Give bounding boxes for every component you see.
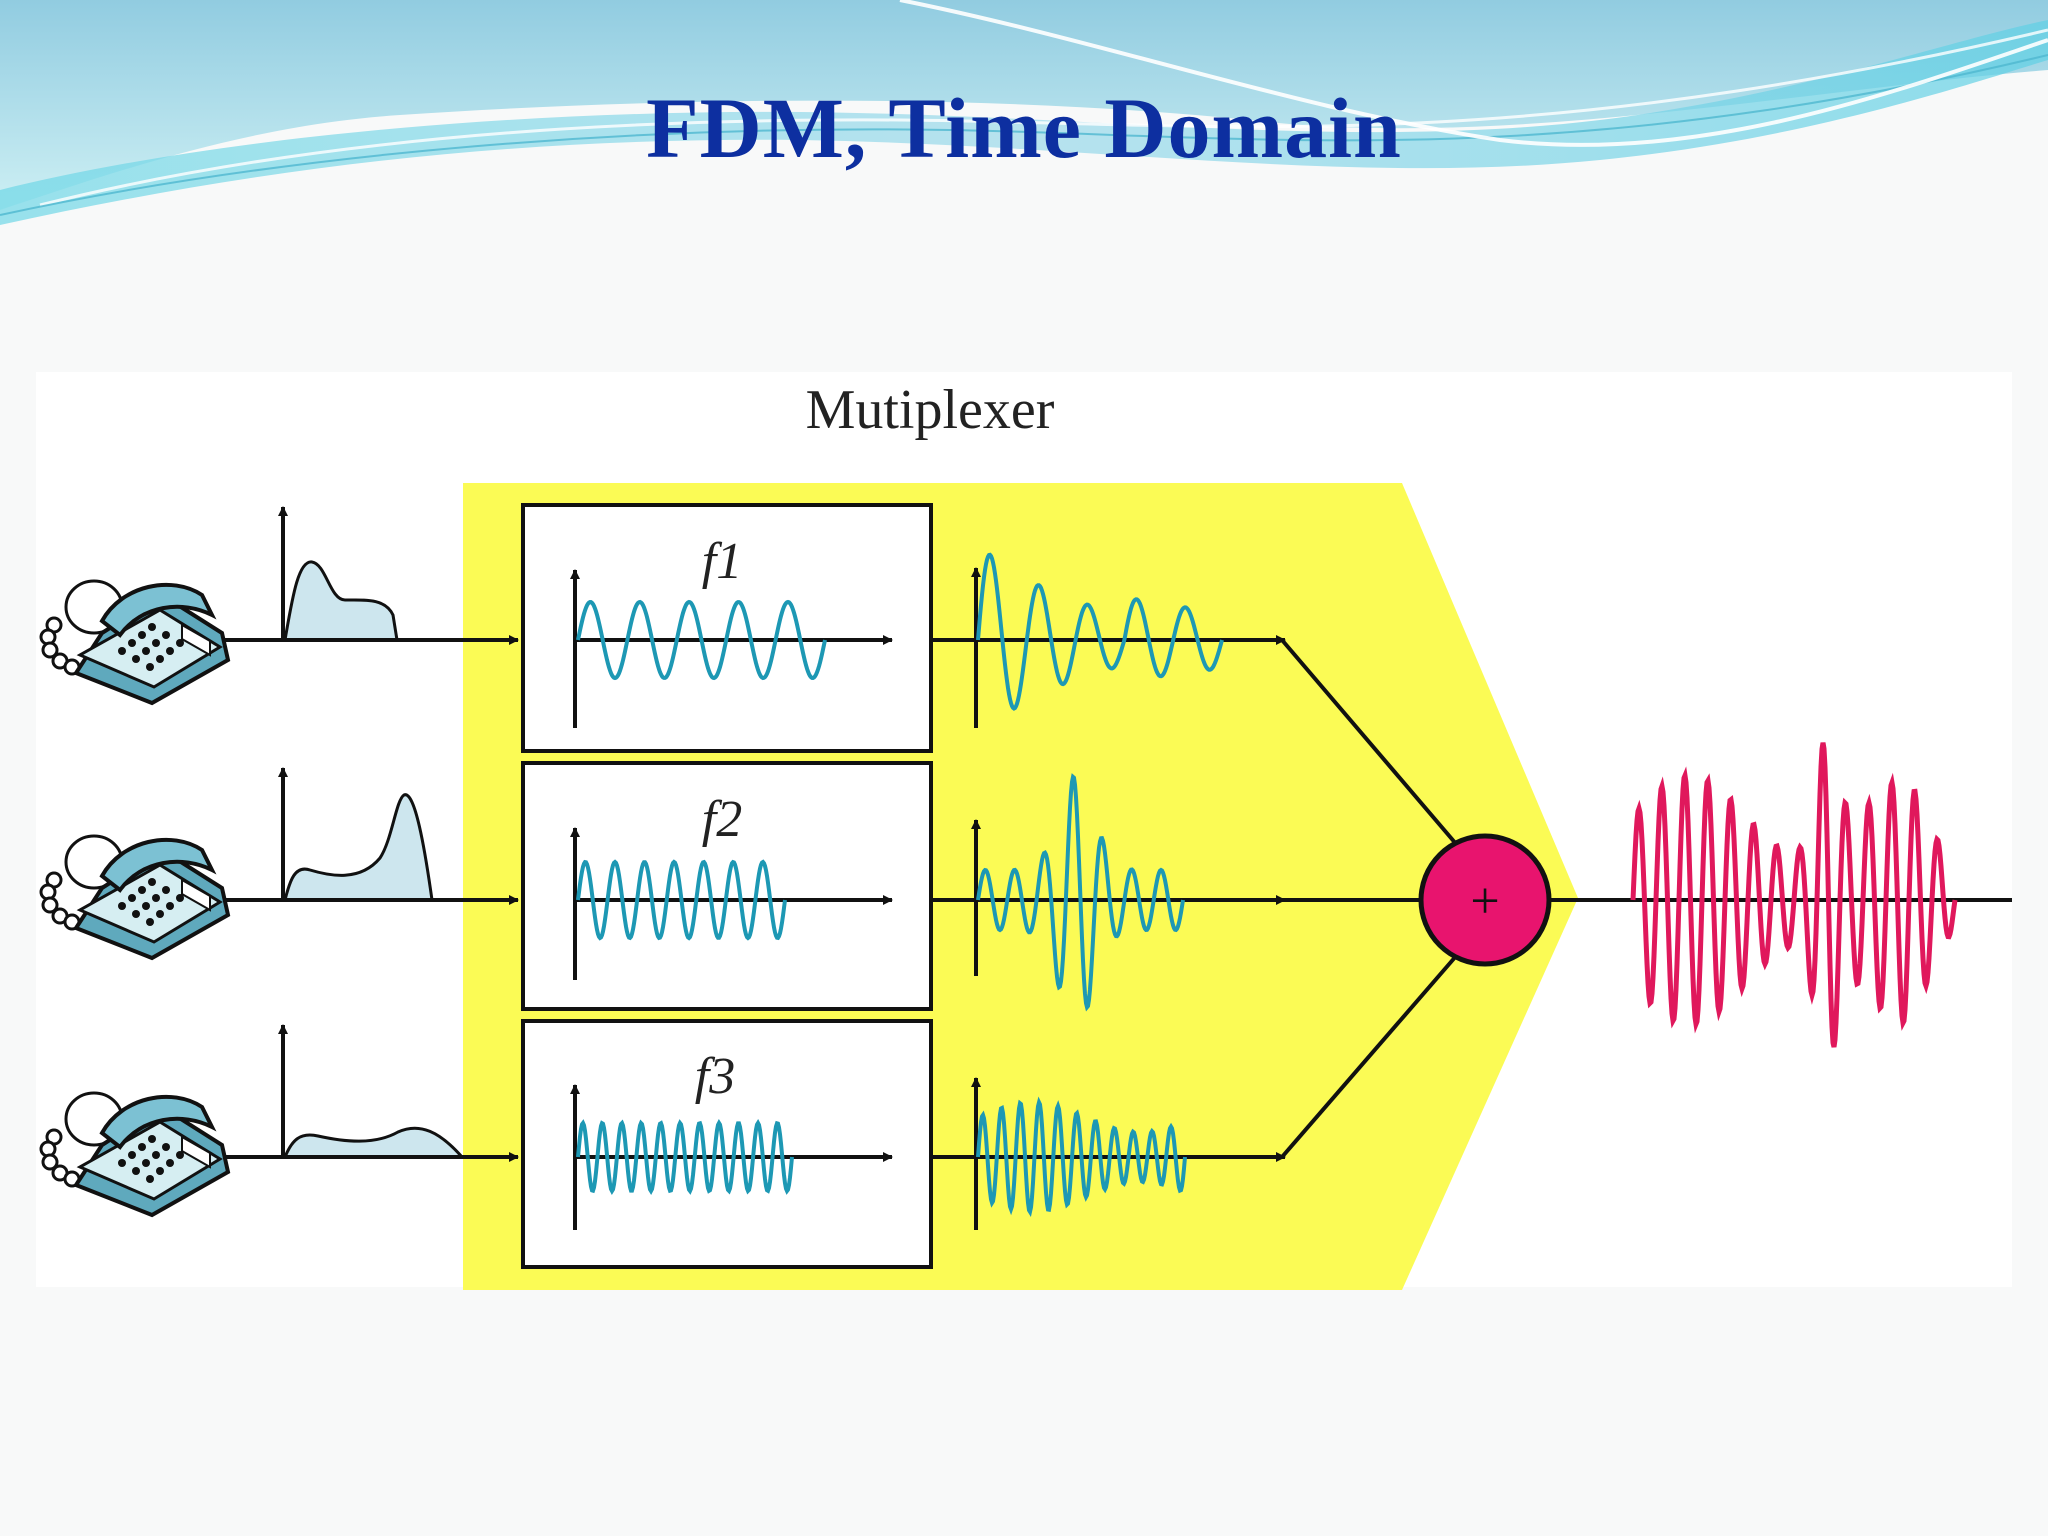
composite-wave — [1630, 742, 1958, 1048]
sum-line-3 — [1280, 953, 1459, 1159]
baseband-signal-2 — [278, 767, 434, 902]
baseband-signal-3 — [278, 1024, 466, 1159]
top-wave-line-2 — [0, 54, 2048, 216]
sum-line-1 — [1280, 638, 1459, 847]
modulated-wave — [976, 1096, 1187, 1218]
summer-symbol: + — [1470, 873, 1499, 930]
modulated-signal-3 — [931, 1077, 1286, 1230]
carrier-label: f3 — [695, 1048, 735, 1105]
carrier-box-3: f3 — [521, 1019, 933, 1269]
top-wave-shape — [0, 0, 2048, 210]
top-wave-line-1 — [39, 28, 2048, 207]
carrier-label: f1 — [702, 533, 742, 590]
carrier-wave — [576, 599, 827, 681]
slide-title: FDM, Time Domain — [646, 80, 1402, 176]
modulated-wave — [976, 552, 1224, 711]
telephone-icon — [39, 1091, 230, 1217]
carrier-box-1: f1 — [521, 503, 933, 753]
modulated-signal-2 — [931, 773, 1286, 1012]
modulated-wave — [976, 773, 1185, 1012]
carrier-box-2: f2 — [521, 761, 933, 1011]
multiplexer-label: Mutiplexer — [806, 379, 1055, 441]
carrier-label: f2 — [702, 791, 742, 848]
summer-node — [1418, 833, 1552, 967]
telephone-icon — [39, 579, 230, 705]
carrier-wave — [576, 859, 787, 941]
modulated-signal-1 — [931, 552, 1286, 728]
carrier-wave — [576, 1118, 794, 1196]
telephone-icon — [39, 834, 230, 960]
top-wave-line-3 — [899, 0, 2048, 147]
baseband-signal-1 — [278, 506, 399, 642]
